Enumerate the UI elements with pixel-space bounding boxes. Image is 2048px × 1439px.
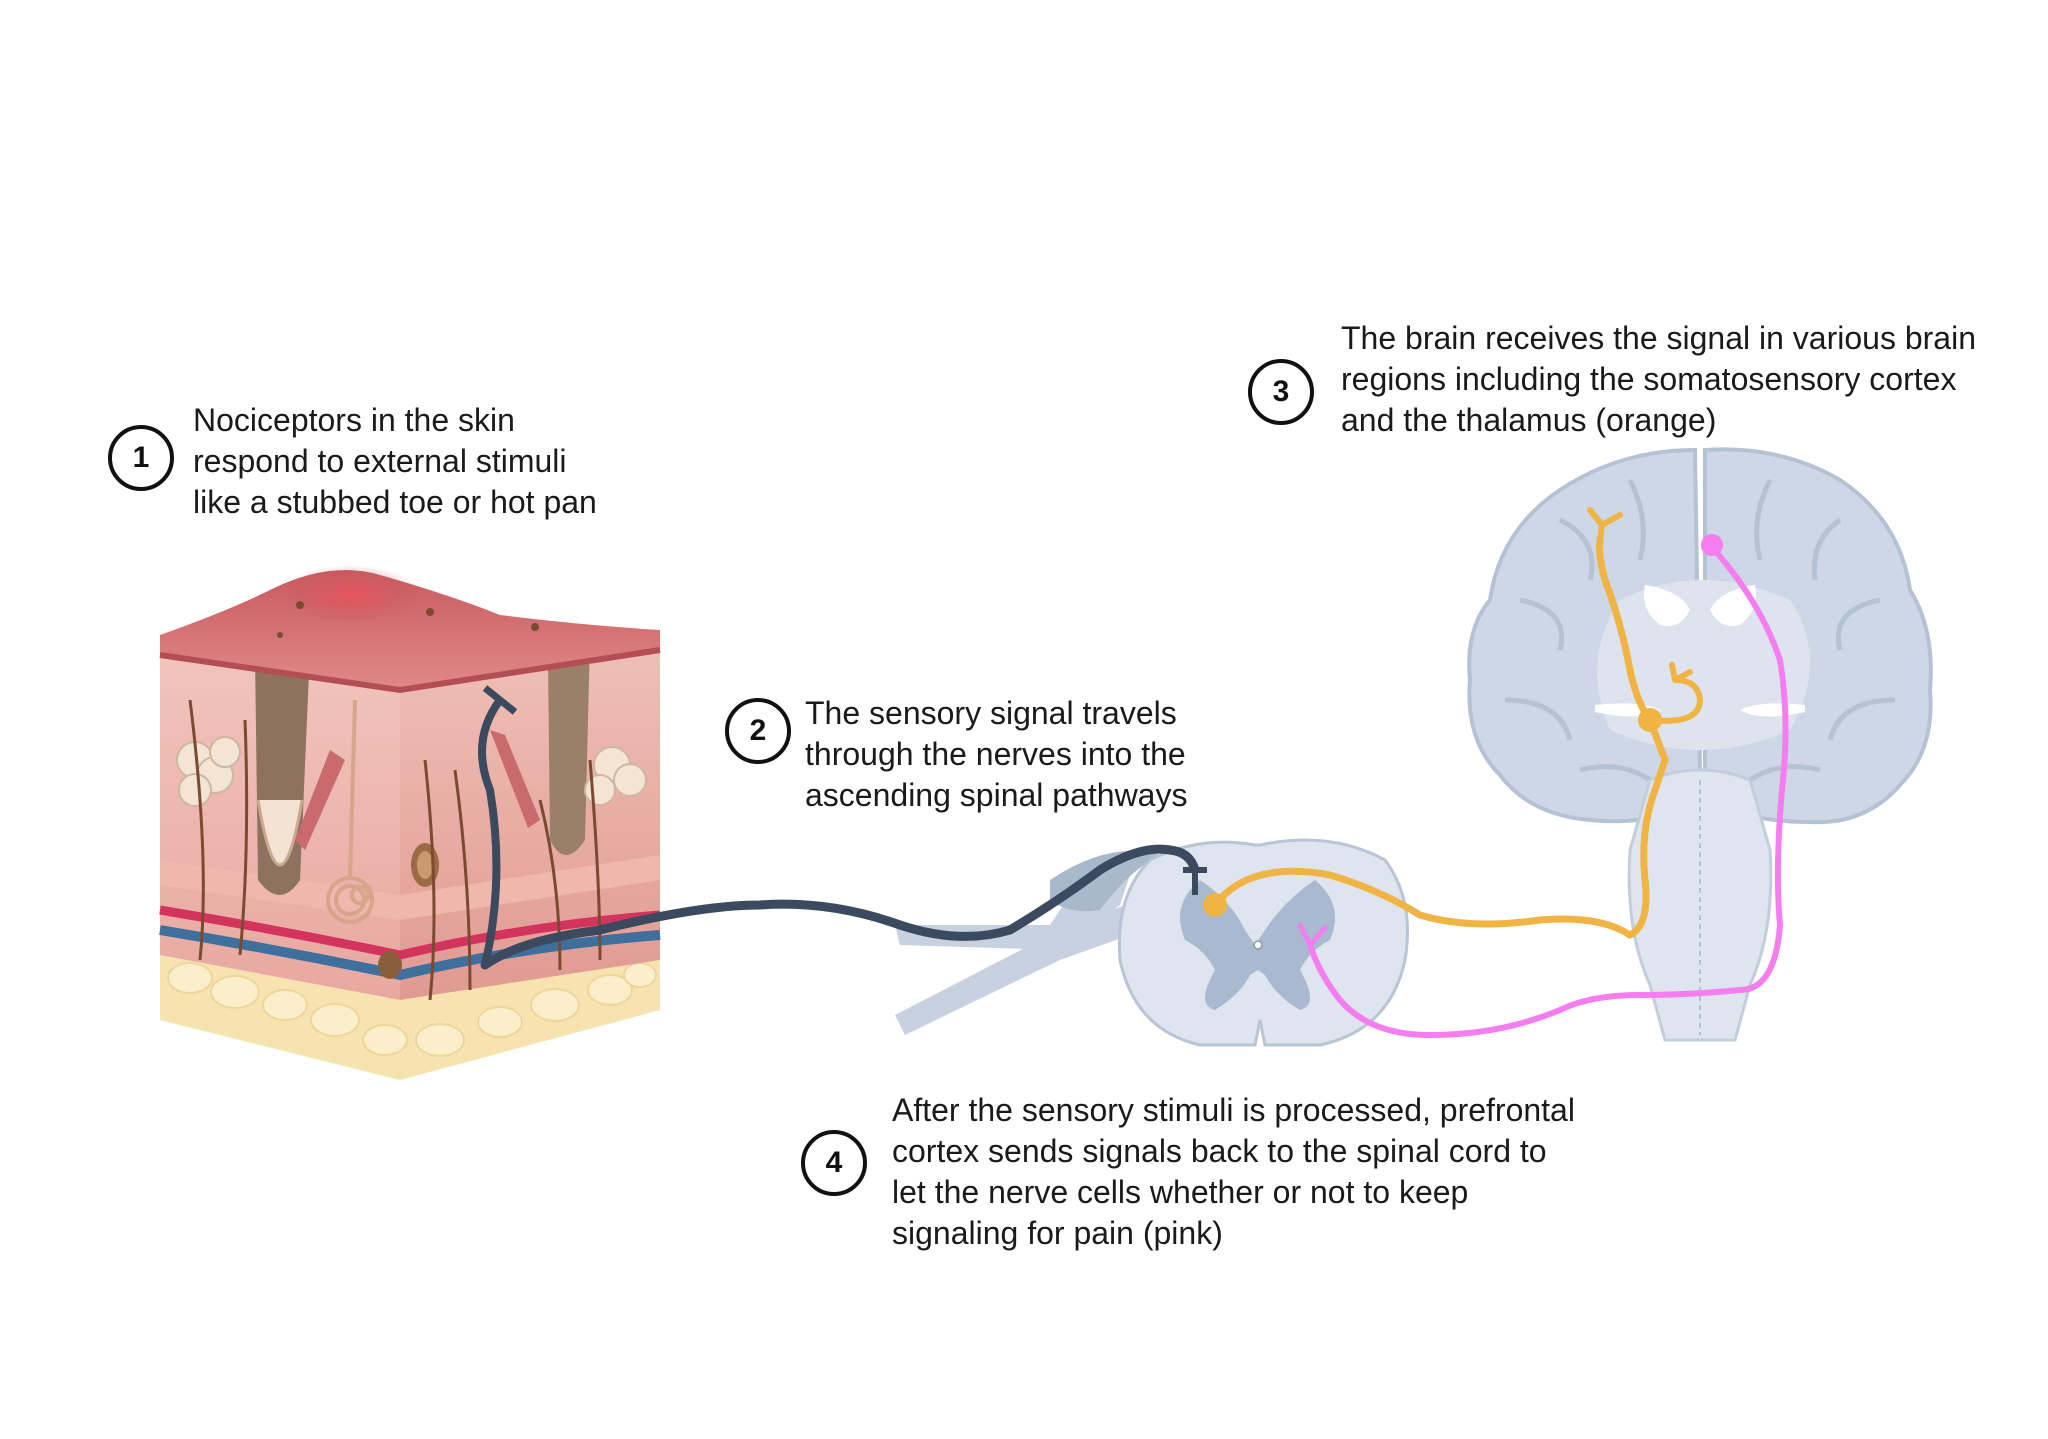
artery-horizontal — [159, 905, 661, 960]
skin-sensory-nerve-branch — [478, 697, 504, 966]
brain-coronal-section — [1467, 447, 1933, 1042]
spinal-cord-cross-section — [895, 838, 1409, 1047]
step-badge-1: 1 — [108, 425, 174, 491]
spinal-ascending-node — [1203, 893, 1227, 917]
skin-cross-section — [159, 565, 661, 1080]
descending-pathway — [1307, 542, 1789, 1039]
step-number-1: 1 — [132, 441, 150, 474]
vein-horizontal — [159, 925, 661, 981]
step-text-1: Nociceptors in the skin respond to exter… — [193, 402, 597, 520]
step-badge-2: 2 — [725, 698, 791, 764]
step-number-2: 2 — [749, 714, 767, 747]
thalamus-node — [1638, 708, 1662, 732]
fat-cells — [167, 962, 657, 1057]
skin-fat-layer — [160, 955, 660, 1080]
hair-follicle-left-bulb — [256, 799, 304, 867]
brain-cortex-folds-left — [1504, 478, 1652, 783]
prefrontal-node — [1701, 534, 1723, 556]
sensory-nerve-terminal — [1183, 867, 1207, 895]
dermis-band — [160, 855, 660, 920]
sweat-gland — [326, 699, 374, 924]
step-text-2: The sensory signal travels through the n… — [805, 695, 1188, 813]
ascending-pathway — [1211, 536, 1669, 940]
skin-nerve-fibers — [188, 699, 602, 1001]
step-number-4: 4 — [825, 1146, 843, 1179]
step-badge-4: 4 — [801, 1130, 867, 1196]
lateral-ventricle-right — [1710, 585, 1756, 626]
step-number-3: 3 — [1272, 375, 1290, 408]
lateral-ventricle-left — [1644, 585, 1690, 626]
brainstem — [1627, 768, 1773, 1042]
skin-pores — [277, 601, 539, 638]
brain-cortex-folds-right — [1748, 478, 1896, 783]
spinal-nerve-root-upper — [895, 868, 1130, 950]
sensory-nerve-pathway — [480, 844, 1200, 970]
descending-terminal — [1297, 922, 1328, 948]
arrector-muscle — [295, 750, 345, 850]
cortex-terminal — [1587, 507, 1623, 543]
arrector-muscle-right — [490, 730, 540, 828]
step-badge-3: 3 — [1248, 359, 1314, 425]
central-canal — [1253, 940, 1263, 950]
step-text-4: After the sensory stimuli is processed, … — [892, 1092, 1575, 1251]
skin-bruise — [280, 565, 420, 625]
skin-top-edge — [159, 647, 661, 694]
thalamus-branch — [1647, 662, 1704, 724]
step-text-3: The brain receives the signal in various… — [1341, 320, 1976, 438]
hair-follicle-right — [548, 640, 590, 855]
sebaceous-gland — [176, 736, 647, 807]
dorsal-root-ganglion — [1050, 850, 1160, 912]
